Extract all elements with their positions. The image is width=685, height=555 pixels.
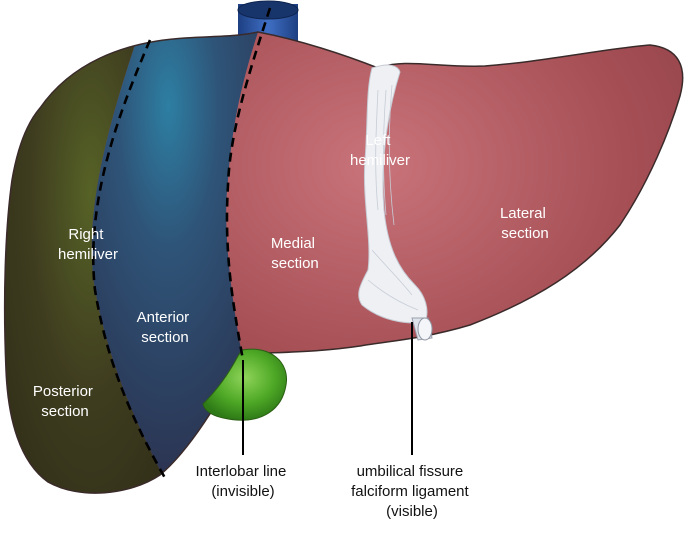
- left-hemiliver-label: Left hemiliver: [350, 132, 410, 169]
- umbilical-fissure-label: umbilical fissure falciform ligament (vi…: [351, 463, 473, 520]
- medial-section-label: Medial section: [271, 235, 319, 272]
- ligament-texture: [367, 84, 419, 311]
- right-hemiliver-label: Right hemiliver: [58, 226, 118, 263]
- posterior-section-region: [4, 32, 165, 494]
- interlobar-line-label: Interlobar line (invisible): [195, 463, 290, 500]
- anterior-section-region: [91, 32, 262, 480]
- round-ligament: [411, 317, 433, 341]
- liver-outline: [3, 31, 684, 494]
- posterior-section-label: Posterior section: [33, 383, 97, 420]
- right-sectional-line: [91, 39, 167, 479]
- gallbladder: [202, 348, 287, 421]
- lateral-section-label: Lateral section: [500, 205, 550, 242]
- interlobar-dashed-line: [225, 7, 272, 361]
- anterior-section-label: Anterior section: [137, 309, 194, 346]
